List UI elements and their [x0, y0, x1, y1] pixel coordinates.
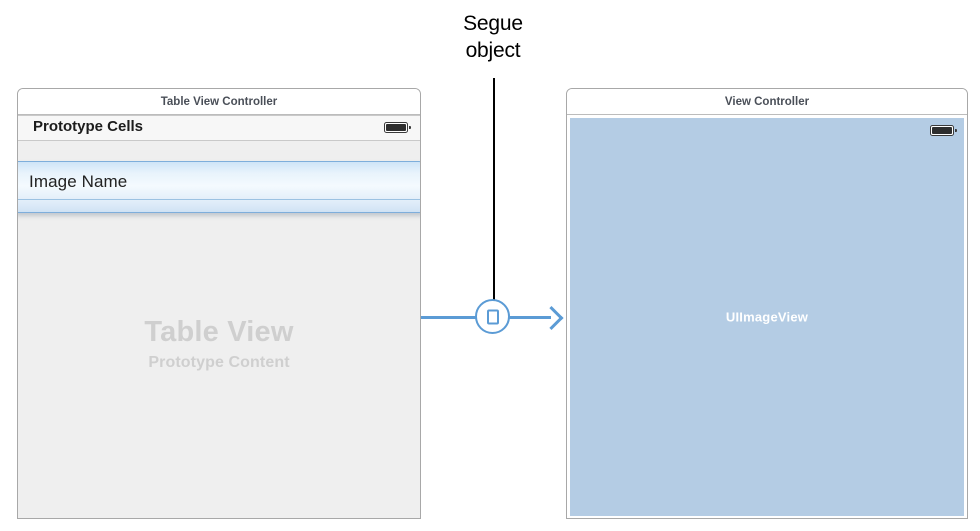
scene-view-controller[interactable]: View Controller UIImageView [566, 88, 968, 519]
segue-annotation-line-1: Segue [463, 12, 523, 35]
table-section-header-label: Prototype Cells [33, 118, 144, 135]
table-view-body[interactable]: Prototype Cells Image Name Table View Pr… [18, 115, 420, 518]
segue-annotation-label: Segue object [413, 10, 573, 64]
segue-annotation-line-2: object [465, 39, 521, 62]
table-view-watermark-subtitle: Prototype Content [148, 354, 290, 371]
view-controller-body[interactable]: UIImageView [567, 115, 967, 518]
prototype-cell-content: Image Name [18, 162, 420, 200]
prototype-cell-label: Image Name [29, 172, 128, 191]
segue-badge[interactable] [475, 299, 510, 334]
table-view-watermark: Table View Prototype Content [18, 316, 420, 372]
table-section-header: Prototype Cells [18, 116, 420, 141]
annotation-leader-line [493, 78, 495, 302]
segue-connector[interactable] [421, 299, 567, 336]
table-view-watermark-title: Table View [144, 316, 294, 348]
prototype-cell-image-name[interactable]: Image Name [18, 161, 420, 213]
uiimageview-label: UIImageView [725, 309, 809, 325]
scene-title-table-view-controller: Table View Controller [18, 89, 420, 115]
battery-icon [930, 125, 957, 136]
scene-table-view-controller[interactable]: Table View Controller Prototype Cells Im… [17, 88, 421, 519]
battery-icon [384, 122, 411, 133]
uiimageview[interactable]: UIImageView [570, 118, 964, 516]
segue-square-icon [486, 309, 499, 324]
segue-line-right [509, 316, 551, 319]
segue-line-left [421, 316, 477, 319]
scene-title-view-controller: View Controller [567, 89, 967, 115]
arrow-right-icon [539, 305, 564, 330]
